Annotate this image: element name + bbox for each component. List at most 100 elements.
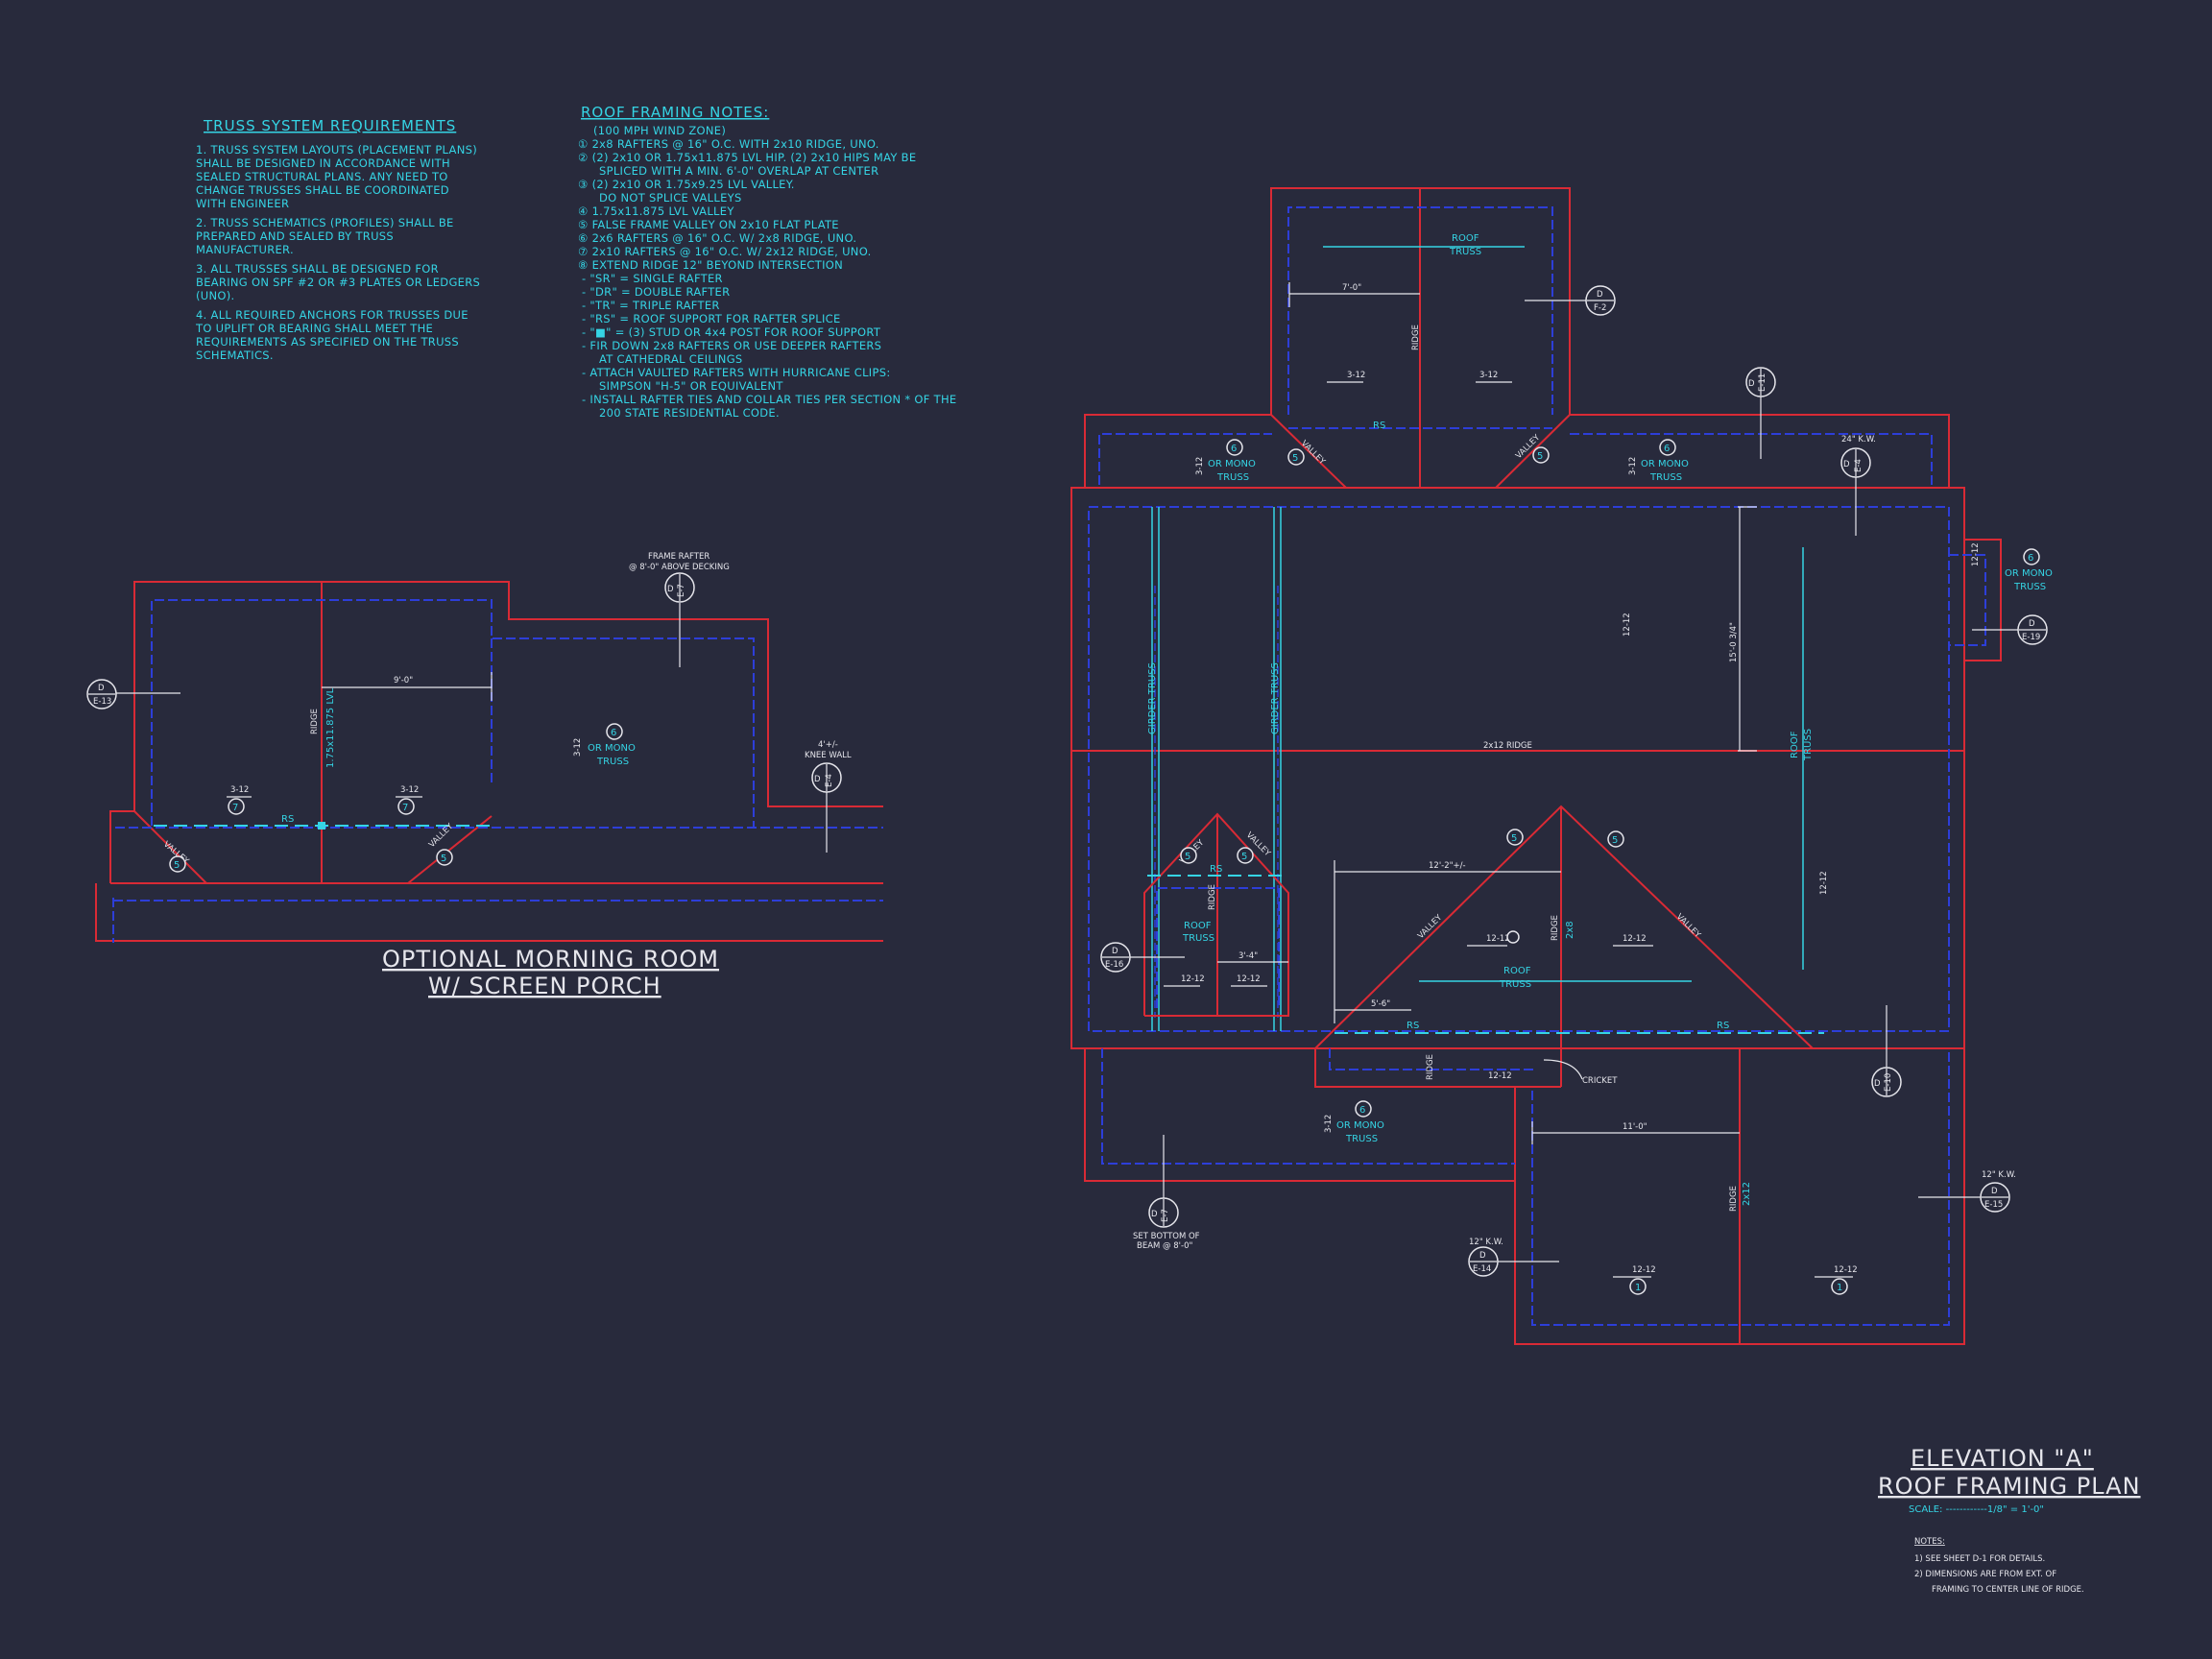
- eave-dash: [1570, 433, 1933, 485]
- slope-label: 12-12: [1632, 1265, 1656, 1275]
- svg-text:12" K.W.: 12" K.W.: [1469, 1238, 1503, 1247]
- note-line: REQUIREMENTS AS SPECIFIED ON THE TRUSS: [196, 335, 459, 349]
- svg-text:D: D: [2029, 619, 2035, 629]
- section-bubble-e19: D E-19: [1972, 614, 2048, 645]
- note-line: - "RS" = ROOF SUPPORT FOR RAFTER SPLICE: [582, 312, 841, 325]
- svg-text:SET BOTTOM OF: SET BOTTOM OF: [1133, 1232, 1200, 1241]
- note-line: ⑦ 2x10 RAFTERS @ 16" O.C. W/ 2x12 RIDGE,…: [578, 245, 872, 258]
- top-valley-right: [1495, 414, 1571, 489]
- note-line: ⑧ EXTEND RIDGE 12" BEYOND INTERSECTION: [578, 258, 843, 272]
- svg-text:D: D: [1112, 947, 1118, 956]
- eave-dash: [1531, 1048, 1950, 1326]
- svg-text:E-15: E-15: [1984, 1200, 2003, 1210]
- svg-text:D: D: [1843, 460, 1850, 469]
- svg-text:5: 5: [174, 860, 180, 871]
- roof-label: ROOF: [1790, 731, 1800, 758]
- ridge-label: RIDGE: [1426, 1054, 1435, 1080]
- svg-text:24" K.W.: 24" K.W.: [1841, 435, 1876, 445]
- svg-text:5: 5: [1185, 852, 1190, 862]
- truss-label: TRUSS: [596, 757, 629, 767]
- note-line: SEALED STRUCTURAL PLANS. ANY NEED TO: [196, 170, 448, 183]
- support-post: [318, 822, 325, 830]
- dimension-label: 7'-0": [1342, 283, 1361, 293]
- ridge-label: RIDGE: [1208, 884, 1217, 910]
- note-line: 1) SEE SHEET D-1 FOR DETAILS.: [1914, 1554, 2045, 1564]
- slope-label: 3-12: [400, 785, 419, 795]
- svg-text:BEAM @ 8'-0": BEAM @ 8'-0": [1137, 1241, 1192, 1251]
- note-line: TO UPLIFT OR BEARING SHALL MEET THE: [195, 322, 433, 335]
- girder-label: GIRDER TRUSS: [1147, 662, 1158, 734]
- section-bubble-e10: D E-10: [1871, 1005, 1902, 1097]
- slope-label: 3-12: [230, 785, 249, 795]
- dimension-label: 15'-0 3/4": [1729, 622, 1739, 662]
- note-line: - "TR" = TRIPLE RAFTER: [582, 299, 720, 312]
- slope-label: 3-12: [1324, 1115, 1334, 1133]
- dimension-label: 3'-4": [1238, 951, 1258, 961]
- note-line: SCHEMATICS.: [196, 349, 274, 362]
- note-5-bubble: [436, 849, 453, 866]
- svg-text:D: D: [1597, 290, 1603, 300]
- bubble-sheet: E-7: [677, 584, 686, 597]
- svg-text:5: 5: [441, 854, 446, 864]
- eave-dash: [1949, 554, 1986, 646]
- truss-label: TRUSS: [1499, 979, 1531, 990]
- section-bubble-e16: D E-16: [1100, 942, 1185, 973]
- note-line: 1. TRUSS SYSTEM LAYOUTS (PLACEMENT PLANS…: [196, 143, 477, 156]
- roof-label: ROOF: [1503, 966, 1531, 976]
- scale-label: SCALE: ------------1/8" = 1'-0": [1909, 1504, 2044, 1515]
- band-wall: [1084, 414, 1271, 488]
- note-line: - "SR" = SINGLE RAFTER: [582, 272, 723, 285]
- slope-label: 12-12: [1819, 871, 1829, 895]
- slope-label: 12-12: [1181, 974, 1205, 984]
- eave-dash: [1156, 887, 1280, 1008]
- rs-label: RS: [281, 814, 294, 825]
- section-bubble-f2: D F-2: [1525, 285, 1616, 316]
- slope-label: 12-12: [1623, 934, 1647, 944]
- band-wall: [1570, 414, 1950, 488]
- truss-label: TRUSS: [1216, 472, 1249, 483]
- truss-label: TRUSS: [1803, 729, 1814, 761]
- bubble-sheet: E-13: [93, 697, 111, 707]
- bubble-d: D: [814, 775, 821, 784]
- note-line: ③ (2) 2x10 OR 1.75x9.25 LVL VALLEY.: [578, 178, 795, 191]
- truss-system-notes: TRUSS SYSTEM REQUIREMENTS 1. TRUSS SYSTE…: [195, 117, 480, 362]
- note-line: PREPARED AND SEALED BY TRUSS: [196, 229, 394, 243]
- dimension-label: 12'-2"+/-: [1429, 861, 1466, 871]
- ridge-label: RIDGE: [1411, 325, 1421, 350]
- roof-label: ROOF: [1184, 921, 1212, 931]
- note-line: ② (2) 2x10 OR 1.75x11.875 LVL HIP. (2) 2…: [578, 151, 916, 164]
- valley-label: VALLEY: [1416, 912, 1445, 941]
- hip-valleys: [1314, 805, 1814, 1049]
- title-block: ELEVATION "A" ROOF FRAMING PLAN SCALE: -…: [1878, 1445, 2141, 1595]
- roof-label: ROOF: [1452, 233, 1479, 244]
- note-line: - INSTALL RAFTER TIES AND COLLAR TIES PE…: [582, 393, 956, 406]
- eave-dash: [1088, 506, 1950, 1032]
- mono-label: OR MONO: [1336, 1120, 1384, 1131]
- note-line: MANUFACTURER.: [196, 243, 294, 256]
- outer-wall-line: [95, 883, 883, 942]
- rs-label: RS: [1210, 864, 1222, 875]
- slope-label: 12-12: [1237, 974, 1261, 984]
- svg-text:5: 5: [1612, 835, 1618, 846]
- ridge-label: RIDGE: [1551, 915, 1560, 941]
- cricket-label: CRICKET: [1582, 1076, 1618, 1086]
- cricket-wall: [1314, 1048, 1561, 1088]
- section-bubble-e4: 24" K.W. D E-4: [1840, 435, 1876, 536]
- ridge-label: 2x12 RIDGE: [1483, 741, 1532, 751]
- main-body-wall: [1070, 487, 1965, 1049]
- notes-title: NOTES:: [1914, 1537, 1945, 1547]
- plan-title: ROOF FRAMING PLAN: [1878, 1473, 2141, 1500]
- bottom-wall: [1084, 1048, 1515, 1182]
- hip-bubble: [1506, 930, 1520, 944]
- svg-text:E-19: E-19: [2022, 633, 2040, 642]
- svg-text:5: 5: [1292, 453, 1298, 464]
- rs-label: RS: [1717, 1021, 1729, 1031]
- slope-label: 12-12: [1623, 613, 1632, 637]
- morning-room-title: OPTIONAL MORNING ROOM: [382, 946, 719, 973]
- truss-label: TRUSS: [2013, 582, 2046, 592]
- ridge-size-label: 2x8: [1565, 921, 1575, 939]
- top-valley-left: [1270, 414, 1347, 489]
- bubble-d: D: [98, 684, 105, 693]
- ridge-label: RIDGE: [1729, 1186, 1739, 1212]
